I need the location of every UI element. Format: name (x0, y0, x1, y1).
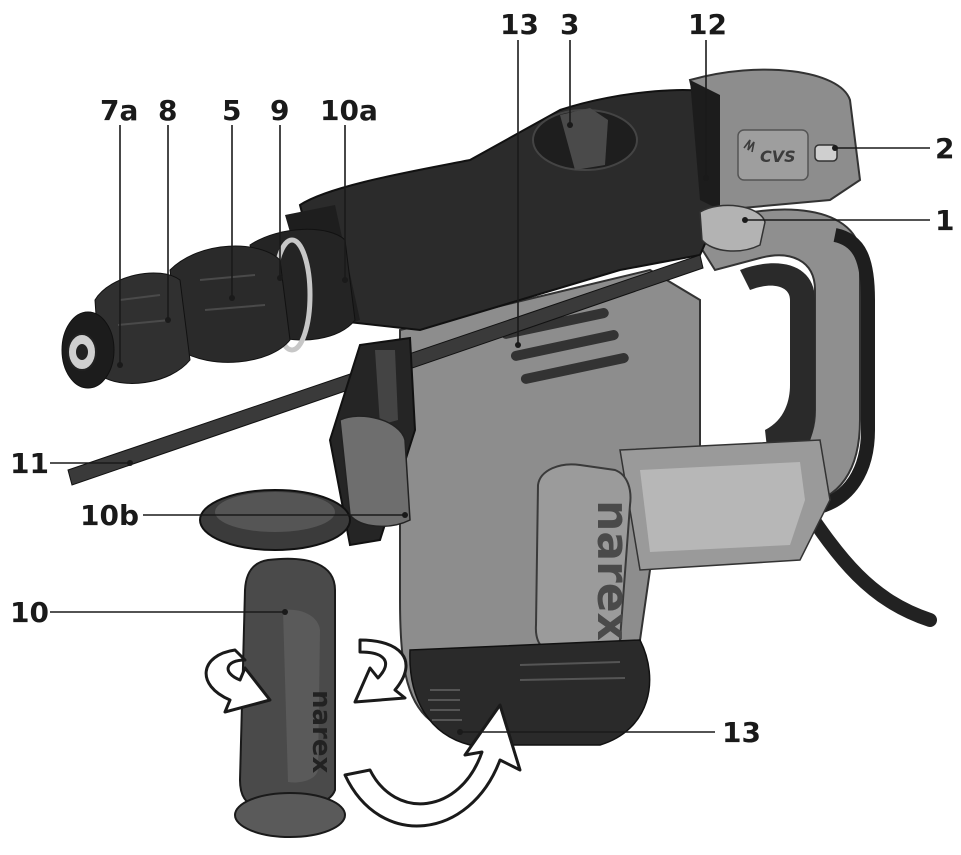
chuck-assembly (61, 205, 360, 389)
callout-7a: 7a (100, 94, 138, 127)
clamp-grip[interactable] (339, 415, 411, 528)
callout-labels: 7a 8 5 9 10a 13 3 12 2 1 11 10b 10 13 (10, 8, 954, 749)
callout-11: 11 (10, 447, 49, 480)
callout-10a: 10a (320, 94, 378, 127)
callout-12: 12 (688, 8, 727, 41)
swing-arrow-icon (343, 703, 522, 828)
callout-5: 5 (222, 94, 241, 127)
gear-housing: CVS (298, 68, 862, 384)
brand-logo-body: narex (587, 500, 638, 641)
rotate-arrows-icon (204, 638, 408, 714)
callout-9: 9 (270, 94, 289, 127)
vent-slots-top (500, 308, 629, 384)
aux-handle-clamp (199, 336, 417, 551)
callout-13-top: 13 (500, 8, 539, 41)
lock-button[interactable] (814, 144, 838, 162)
callout-2: 2 (935, 132, 954, 165)
cvs-badge-text: CVS (760, 147, 796, 166)
aux-handle[interactable]: narex (234, 557, 346, 838)
cvs-badge (737, 129, 809, 181)
callout-1: 1 (935, 204, 954, 237)
handle-endcap (234, 792, 346, 838)
callout-8: 8 (158, 94, 177, 127)
callout-13-bottom: 13 (722, 716, 761, 749)
trigger-switch[interactable] (699, 204, 766, 252)
brand-logo-handle: narex (306, 690, 336, 774)
callout-10: 10 (10, 596, 49, 629)
leader-lines (50, 40, 930, 735)
callout-3: 3 (560, 8, 579, 41)
motor-housing: narex (399, 268, 831, 746)
callout-10b: 10b (80, 499, 139, 532)
